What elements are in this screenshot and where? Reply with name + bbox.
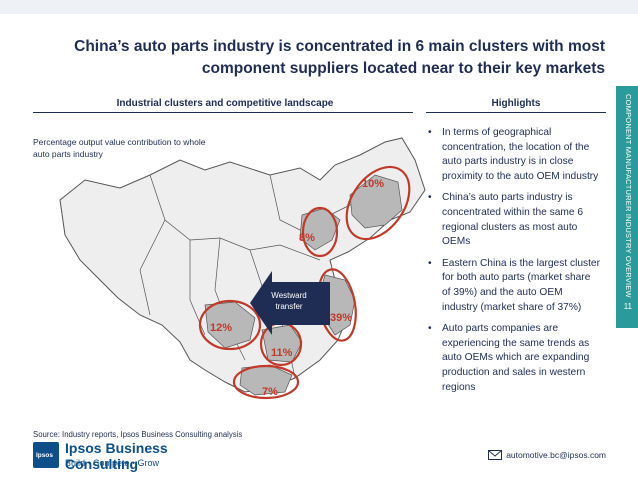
china-map [59,137,426,400]
page-number: 11 [623,302,632,311]
province-line [269,174,361,231]
china-outline [59,137,426,393]
ring-north [301,206,339,258]
cluster-label-northeast: 10% [362,178,385,190]
top-bar [0,0,638,14]
cluster-south [239,364,293,396]
cluster-label-south: 7% [262,386,278,398]
logo-tagline: Build · Compete · Grow [65,458,160,468]
logo-mark: Ipsos [33,442,59,468]
contact-email[interactable]: automotive.bc@ipsos.com [506,450,606,460]
ring-northeast [345,165,411,241]
mail-icon [488,450,502,460]
cluster-northeast [349,174,403,229]
ipsos-logo: Ipsos Ipsos Business Consulting Build · … [33,440,233,474]
westward-transfer-label: Westward transfer [271,291,307,311]
left-heading-rule [33,112,413,113]
cluster-label-north: 8% [299,232,315,244]
ring-south [232,364,300,400]
right-heading-rule [426,112,606,113]
source-note: Source: Industry reports, Ipsos Business… [33,430,243,439]
cluster-label-central: 11% [271,347,293,359]
arrow-left-icon [250,271,330,335]
cluster-label-west: 12% [210,322,233,334]
list-item: Auto parts companies are experiencing th… [426,322,601,395]
title-line-2: component suppliers located near to thei… [201,60,605,77]
map-note: Percentage output value contribution to … [33,137,206,159]
side-tab-label: COMPONENT MANUFACTURER INDUSTRY OVERVIEW [624,94,633,298]
logo-name: Ipsos Business Consulting [65,440,168,472]
page-title: China’s auto parts industry is concentra… [40,36,605,80]
right-section-heading: Highlights [491,98,541,109]
left-section-heading: Industrial clusters and competitive land… [116,98,334,109]
list-item: China’s auto parts industry is concentra… [426,191,601,249]
title-line-1: China’s auto parts industry is concentra… [74,38,605,55]
list-item: Eastern China is the largest cluster for… [426,257,601,315]
highlights-list: In terms of geographical concentration, … [426,126,601,402]
cluster-label-east: 39% [330,312,353,324]
side-tab [616,86,638,328]
list-item: In terms of geographical concentration, … [426,126,601,184]
ring-west [198,299,262,351]
logo-brand: Ipsos [36,452,53,459]
province-line [139,219,166,316]
